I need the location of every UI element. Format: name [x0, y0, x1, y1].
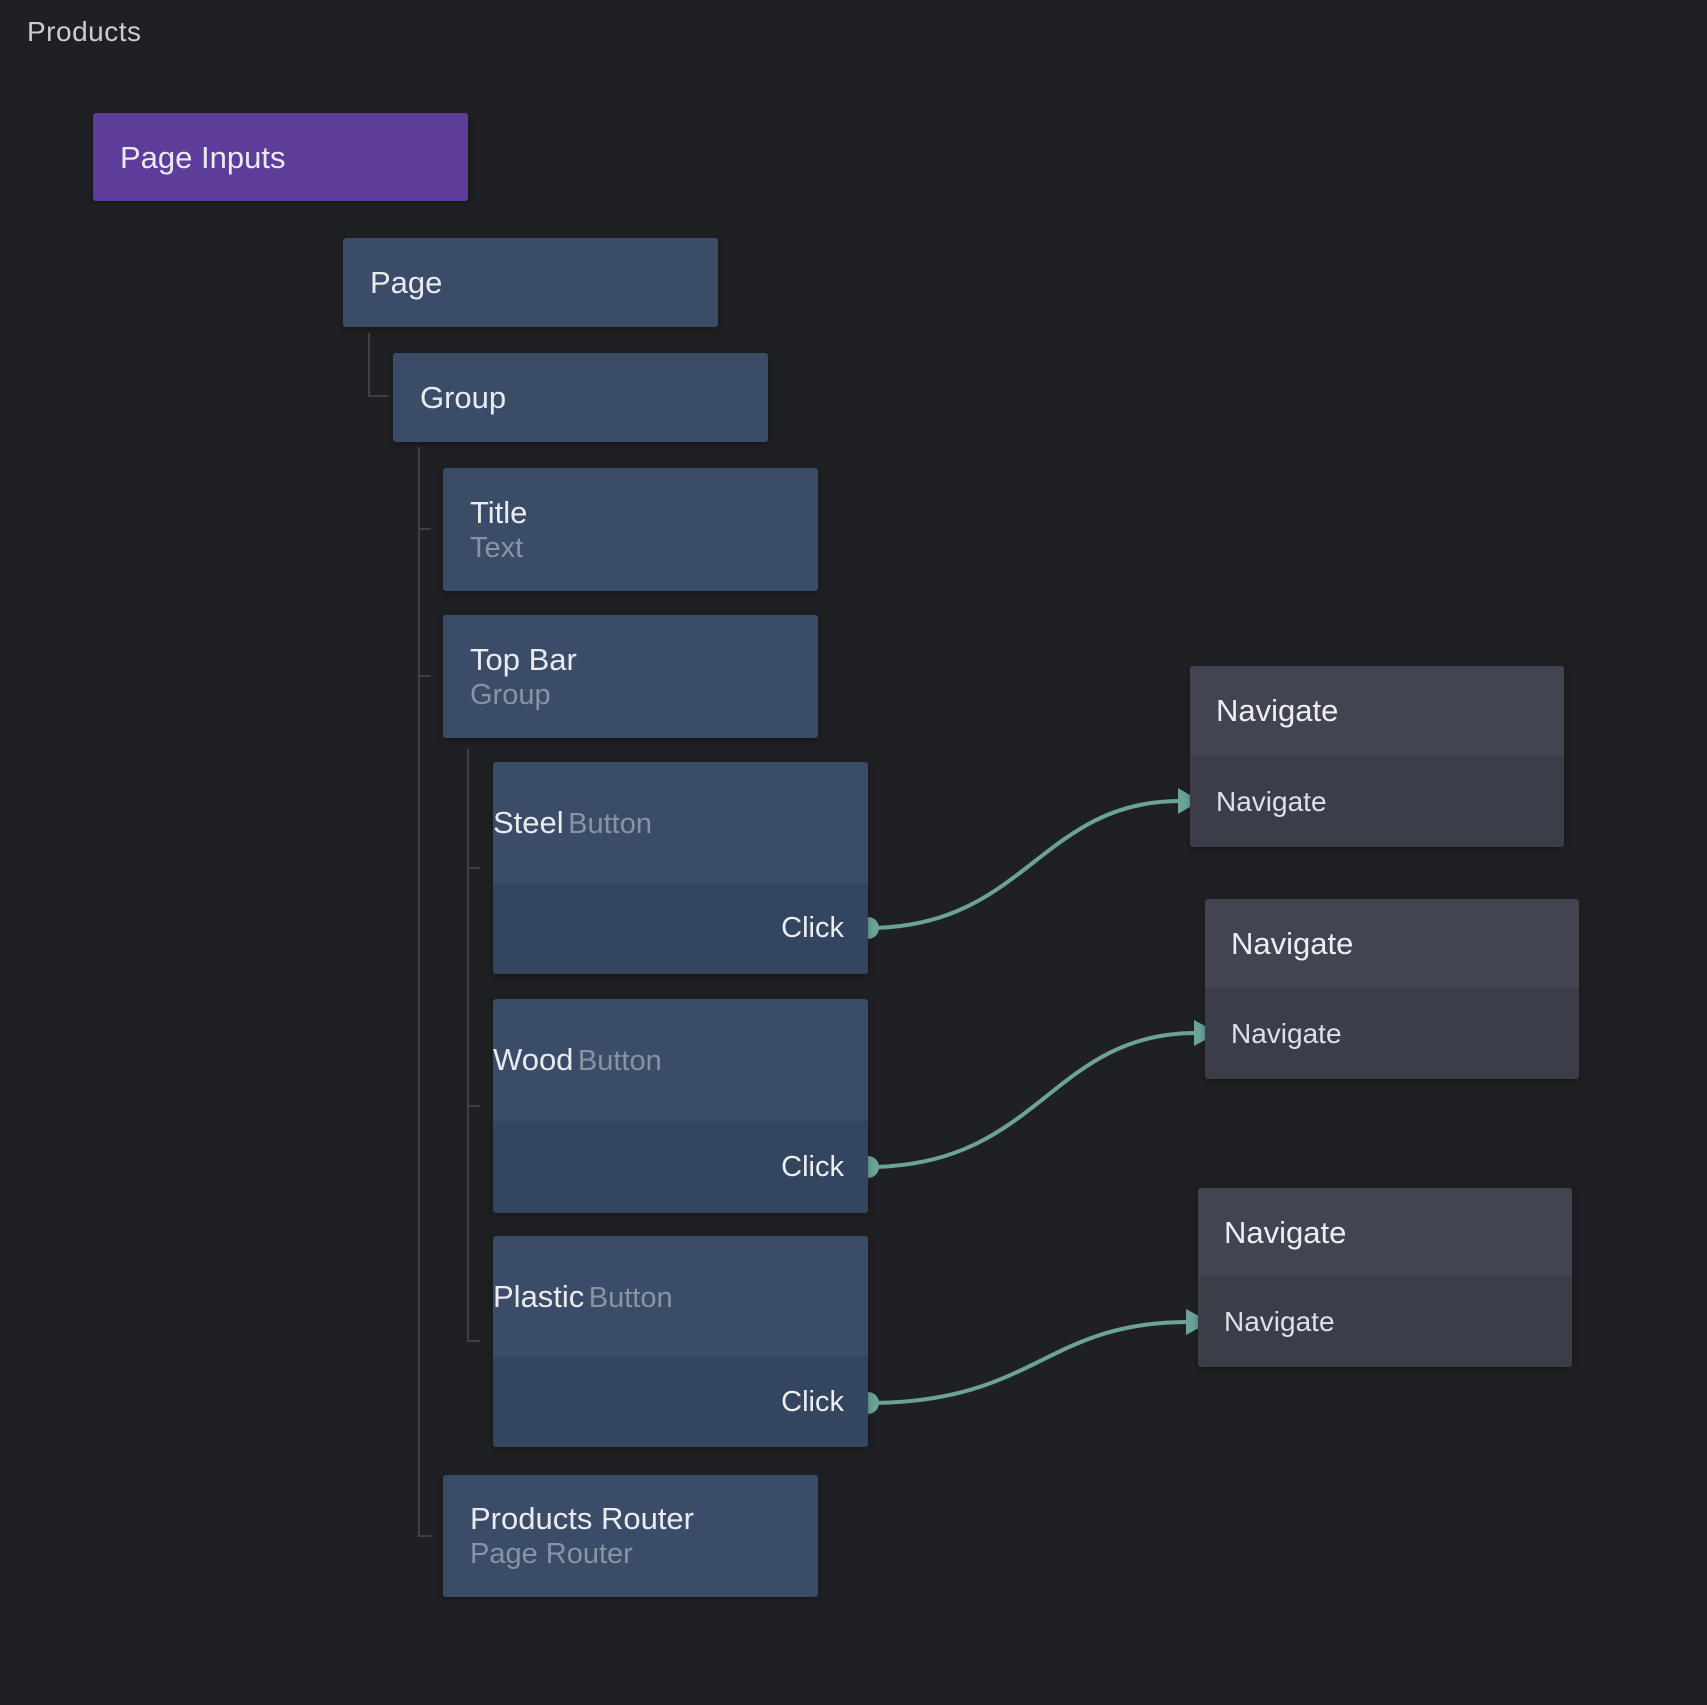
steel-click-row[interactable]: Click — [493, 883, 868, 974]
connection-plastic-click-to-navigate-3[interactable] — [867, 1320, 1189, 1405]
node-header: Wood Button — [493, 999, 868, 1121]
navigate-port-label: Navigate — [1231, 1017, 1342, 1049]
node-title[interactable]: Title Text — [443, 468, 818, 591]
node-label: Title — [470, 494, 528, 530]
node-label: Top Bar — [470, 641, 577, 677]
connection-wood-click-to-navigate-2[interactable] — [867, 1031, 1197, 1169]
wood-click-row[interactable]: Click — [493, 1121, 868, 1213]
navigate-port-label: Navigate — [1224, 1306, 1335, 1337]
node-header: Steel Button — [493, 762, 868, 883]
connection-steel-click-to-navigate-1[interactable] — [867, 799, 1181, 930]
navigate-port-label: Navigate — [1216, 785, 1327, 817]
node-plastic[interactable]: Plastic Button Click — [493, 1236, 868, 1447]
node-navigate-3[interactable]: Navigate Navigate — [1198, 1188, 1572, 1367]
node-label: Plastic — [493, 1278, 585, 1314]
click-port-label: Click — [781, 1150, 844, 1183]
node-type-label: Page Router — [470, 1538, 633, 1570]
navigate-input-row[interactable]: Navigate — [1198, 1277, 1572, 1367]
navigate-input-row[interactable]: Navigate — [1205, 988, 1579, 1079]
navigate-header: Navigate — [1198, 1188, 1572, 1277]
signal-connections — [867, 788, 1218, 1405]
node-wood[interactable]: Wood Button Click — [493, 999, 868, 1213]
navigate-input-row[interactable]: Navigate — [1190, 756, 1564, 847]
node-label: Group — [420, 380, 507, 415]
node-navigate-1[interactable]: Navigate Navigate — [1190, 666, 1564, 847]
node-type-label: Text — [470, 531, 524, 564]
node-label: Navigate — [1216, 693, 1339, 728]
node-label: Products Router — [470, 1501, 694, 1536]
tree-line-group-children — [418, 447, 431, 1537]
node-steel[interactable]: Steel Button Click — [493, 762, 868, 974]
click-port-label: Click — [781, 912, 844, 944]
node-type-label: Group — [470, 678, 551, 711]
node-type-label: Button — [588, 1281, 673, 1314]
navigate-header: Navigate — [1190, 666, 1564, 756]
node-page[interactable]: Page — [343, 238, 718, 327]
tree-line-page-group — [368, 333, 388, 397]
node-group[interactable]: Group — [393, 353, 768, 442]
click-port-label: Click — [781, 1385, 844, 1418]
node-label: Page — [370, 265, 443, 300]
page-title: Products — [27, 16, 142, 47]
node-label: Wood — [493, 1042, 574, 1077]
plastic-click-row[interactable]: Click — [493, 1357, 868, 1447]
node-label: Page Inputs — [120, 139, 286, 175]
node-type-label: Button — [568, 807, 652, 840]
node-label: Navigate — [1231, 925, 1354, 961]
node-label: Navigate — [1224, 1214, 1347, 1250]
node-navigate-2[interactable]: Navigate Navigate — [1205, 899, 1579, 1079]
node-type-label: Button — [577, 1045, 662, 1077]
node-top-bar[interactable]: Top Bar Group — [443, 615, 818, 738]
node-header: Plastic Button — [493, 1236, 868, 1357]
node-products-router[interactable]: Products Router Page Router — [443, 1475, 818, 1597]
node-page-inputs[interactable]: Page Inputs — [93, 113, 468, 201]
node-label: Steel — [493, 804, 564, 840]
tree-line-top-bar-children — [467, 749, 480, 1342]
navigate-header: Navigate — [1205, 899, 1579, 988]
